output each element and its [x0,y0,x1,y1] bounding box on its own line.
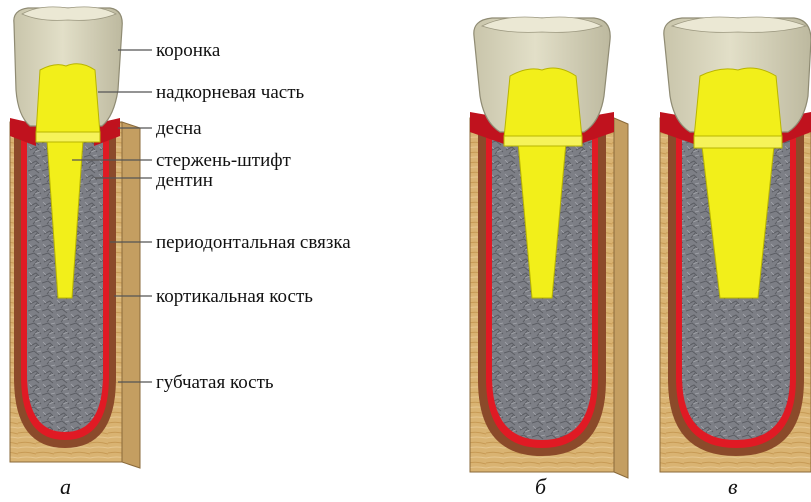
crown-top-face [482,17,602,32]
label-crown: коронка [156,40,221,61]
core [36,64,100,134]
core [694,68,782,138]
label-ligament: периодонтальная связка [156,232,351,253]
panel-a [10,7,140,468]
bone-side-face [122,122,140,468]
panel-b [470,17,628,478]
core-collar [694,136,782,148]
label-cortical: кортикальная кость [156,286,313,307]
bone-side-face [614,118,628,478]
core [504,68,582,138]
label-gum: десна [156,118,202,139]
label-cancellous: губчатая кость [156,372,274,393]
panel-c [660,17,811,472]
label-core: надкорневая часть [156,82,305,103]
caption-c: в [728,474,738,499]
core-collar [504,136,582,146]
label-post: стержень-штифт [156,150,292,171]
label-dentin: дентин [156,170,213,191]
crown-top-face [22,7,116,21]
core-collar [36,132,100,142]
caption-b: б [535,474,547,499]
caption-a: а [60,474,71,499]
